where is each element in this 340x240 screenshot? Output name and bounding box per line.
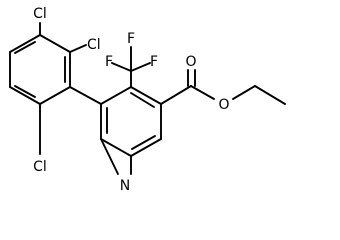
bond-ch2-ch3	[254, 85, 286, 105]
bond-cf3-f-left	[111, 62, 132, 72]
bond-ph-c6-c1	[9, 34, 41, 53]
bond-ph-c1-c2	[39, 34, 71, 53]
atom-label-o-carbonyl: O	[185, 54, 196, 70]
bond-py-double-b	[131, 135, 156, 150]
bond-carbonyl-oester	[190, 85, 215, 100]
bond-ph-c3-c4	[39, 86, 71, 105]
bond-py-c3-c4	[130, 86, 162, 105]
bond-n-left	[100, 138, 119, 175]
bond-py-double-a	[130, 92, 155, 108]
n-connector-layer	[100, 138, 132, 175]
bond-py-c2-c3	[100, 86, 132, 105]
atom-label-cl-right: Cl	[87, 37, 101, 53]
bond-oester-ch2	[232, 85, 256, 100]
atom-label-f-bottom: F	[127, 31, 135, 47]
bond-ph-double-c	[14, 41, 36, 54]
atom-label-f-right: F	[150, 54, 158, 70]
atom-label-n-ring: N	[120, 178, 130, 194]
bond-layer	[9, 22, 286, 157]
atom-label-o-ester: O	[218, 97, 229, 113]
bond-py-c5-c6	[130, 138, 162, 157]
atom-label-cl-bottom: Cl	[33, 159, 47, 175]
bond-py-c6-n	[100, 138, 132, 157]
chemical-structure-diagram: Cl Cl Cl F F F O O N	[9, 6, 286, 194]
bond-cf3-f-right	[130, 62, 151, 72]
atom-label-layer: Cl Cl Cl F F F O O N	[33, 6, 229, 194]
bond-c4-carbonyl	[160, 85, 192, 105]
bond-ph-c4-c5	[9, 86, 41, 105]
bond-ph-double-b	[14, 85, 36, 98]
bond-cl-right	[69, 44, 87, 53]
atom-label-f-left: F	[105, 54, 113, 70]
bond-biaryl	[69, 86, 102, 105]
atom-label-cl-top: Cl	[33, 6, 47, 22]
